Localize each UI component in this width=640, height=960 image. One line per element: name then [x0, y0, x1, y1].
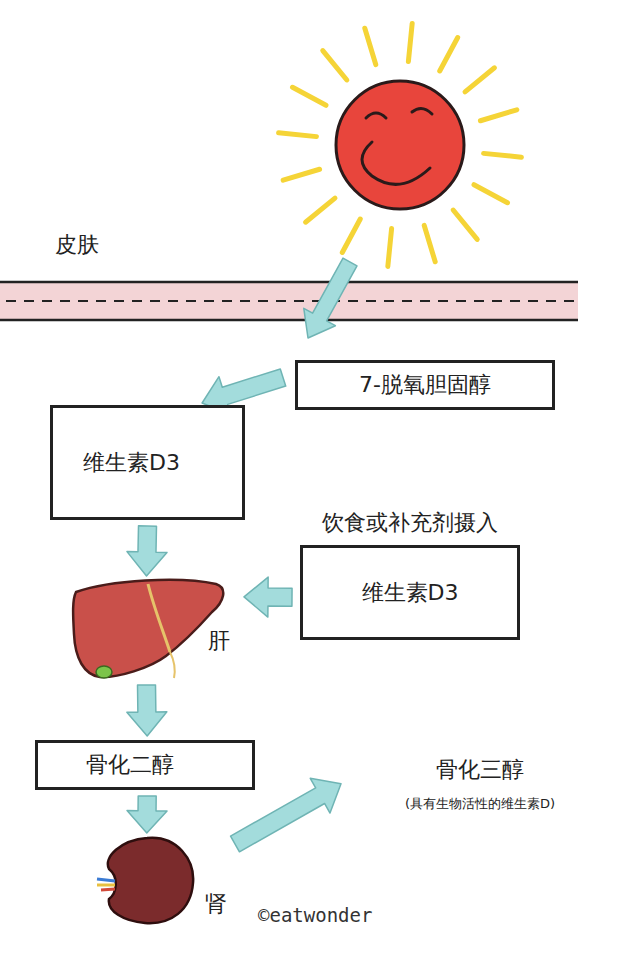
node-subtext: 维生素D3: [362, 578, 459, 608]
flow-arrow: [127, 526, 167, 576]
process-box: 维生素D3: [50, 405, 245, 520]
flow-arrow: [127, 796, 167, 833]
kidney-organ: 肾: [95, 835, 235, 925]
result-text: 骨化三醇 (具有生物活性的维生素D): [345, 755, 615, 827]
sun-ray: [453, 210, 477, 239]
process-box: 骨化二醇: [35, 740, 255, 790]
sun-ray: [440, 38, 458, 71]
liver-organ: 肝: [70, 578, 240, 683]
flow-arrow: [244, 577, 292, 617]
watermark: ©eatwonder: [258, 904, 372, 926]
sun-ray: [408, 24, 412, 62]
node-text: 肾: [205, 889, 227, 919]
sun-ray: [465, 68, 494, 92]
sun-ray: [424, 225, 435, 261]
node-text: 骨化二醇: [86, 750, 174, 780]
sun-ray: [484, 153, 522, 157]
node-text: 维生素D3: [83, 448, 180, 478]
sun-ray: [293, 87, 326, 105]
sun-illustration: [279, 24, 522, 267]
flow-arrow: [127, 685, 167, 736]
sun-ray: [388, 229, 392, 267]
region-label: 皮肤: [55, 230, 99, 260]
skin-band: [0, 282, 578, 320]
process-box: 7-脱氧胆固醇: [295, 360, 555, 410]
node-subtext: (具有生物活性的维生素D): [405, 795, 555, 813]
sun-ray: [306, 198, 335, 222]
node-text: 骨化三醇: [436, 755, 524, 785]
node-text: 肝: [208, 626, 230, 656]
sun-ray: [474, 185, 507, 203]
input-box: 饮食或补充剂摄入维生素D3: [300, 545, 520, 640]
node-text: 饮食或补充剂摄入: [283, 508, 537, 538]
sunlight-arrow: [304, 258, 357, 338]
sun-ray: [342, 219, 360, 252]
sun-ray: [480, 110, 516, 121]
sun-ray: [279, 133, 317, 137]
node-text: 7-脱氧胆固醇: [359, 370, 491, 400]
sun-ray: [283, 169, 319, 180]
sun-ray: [323, 51, 347, 80]
sun-ray: [365, 28, 376, 64]
